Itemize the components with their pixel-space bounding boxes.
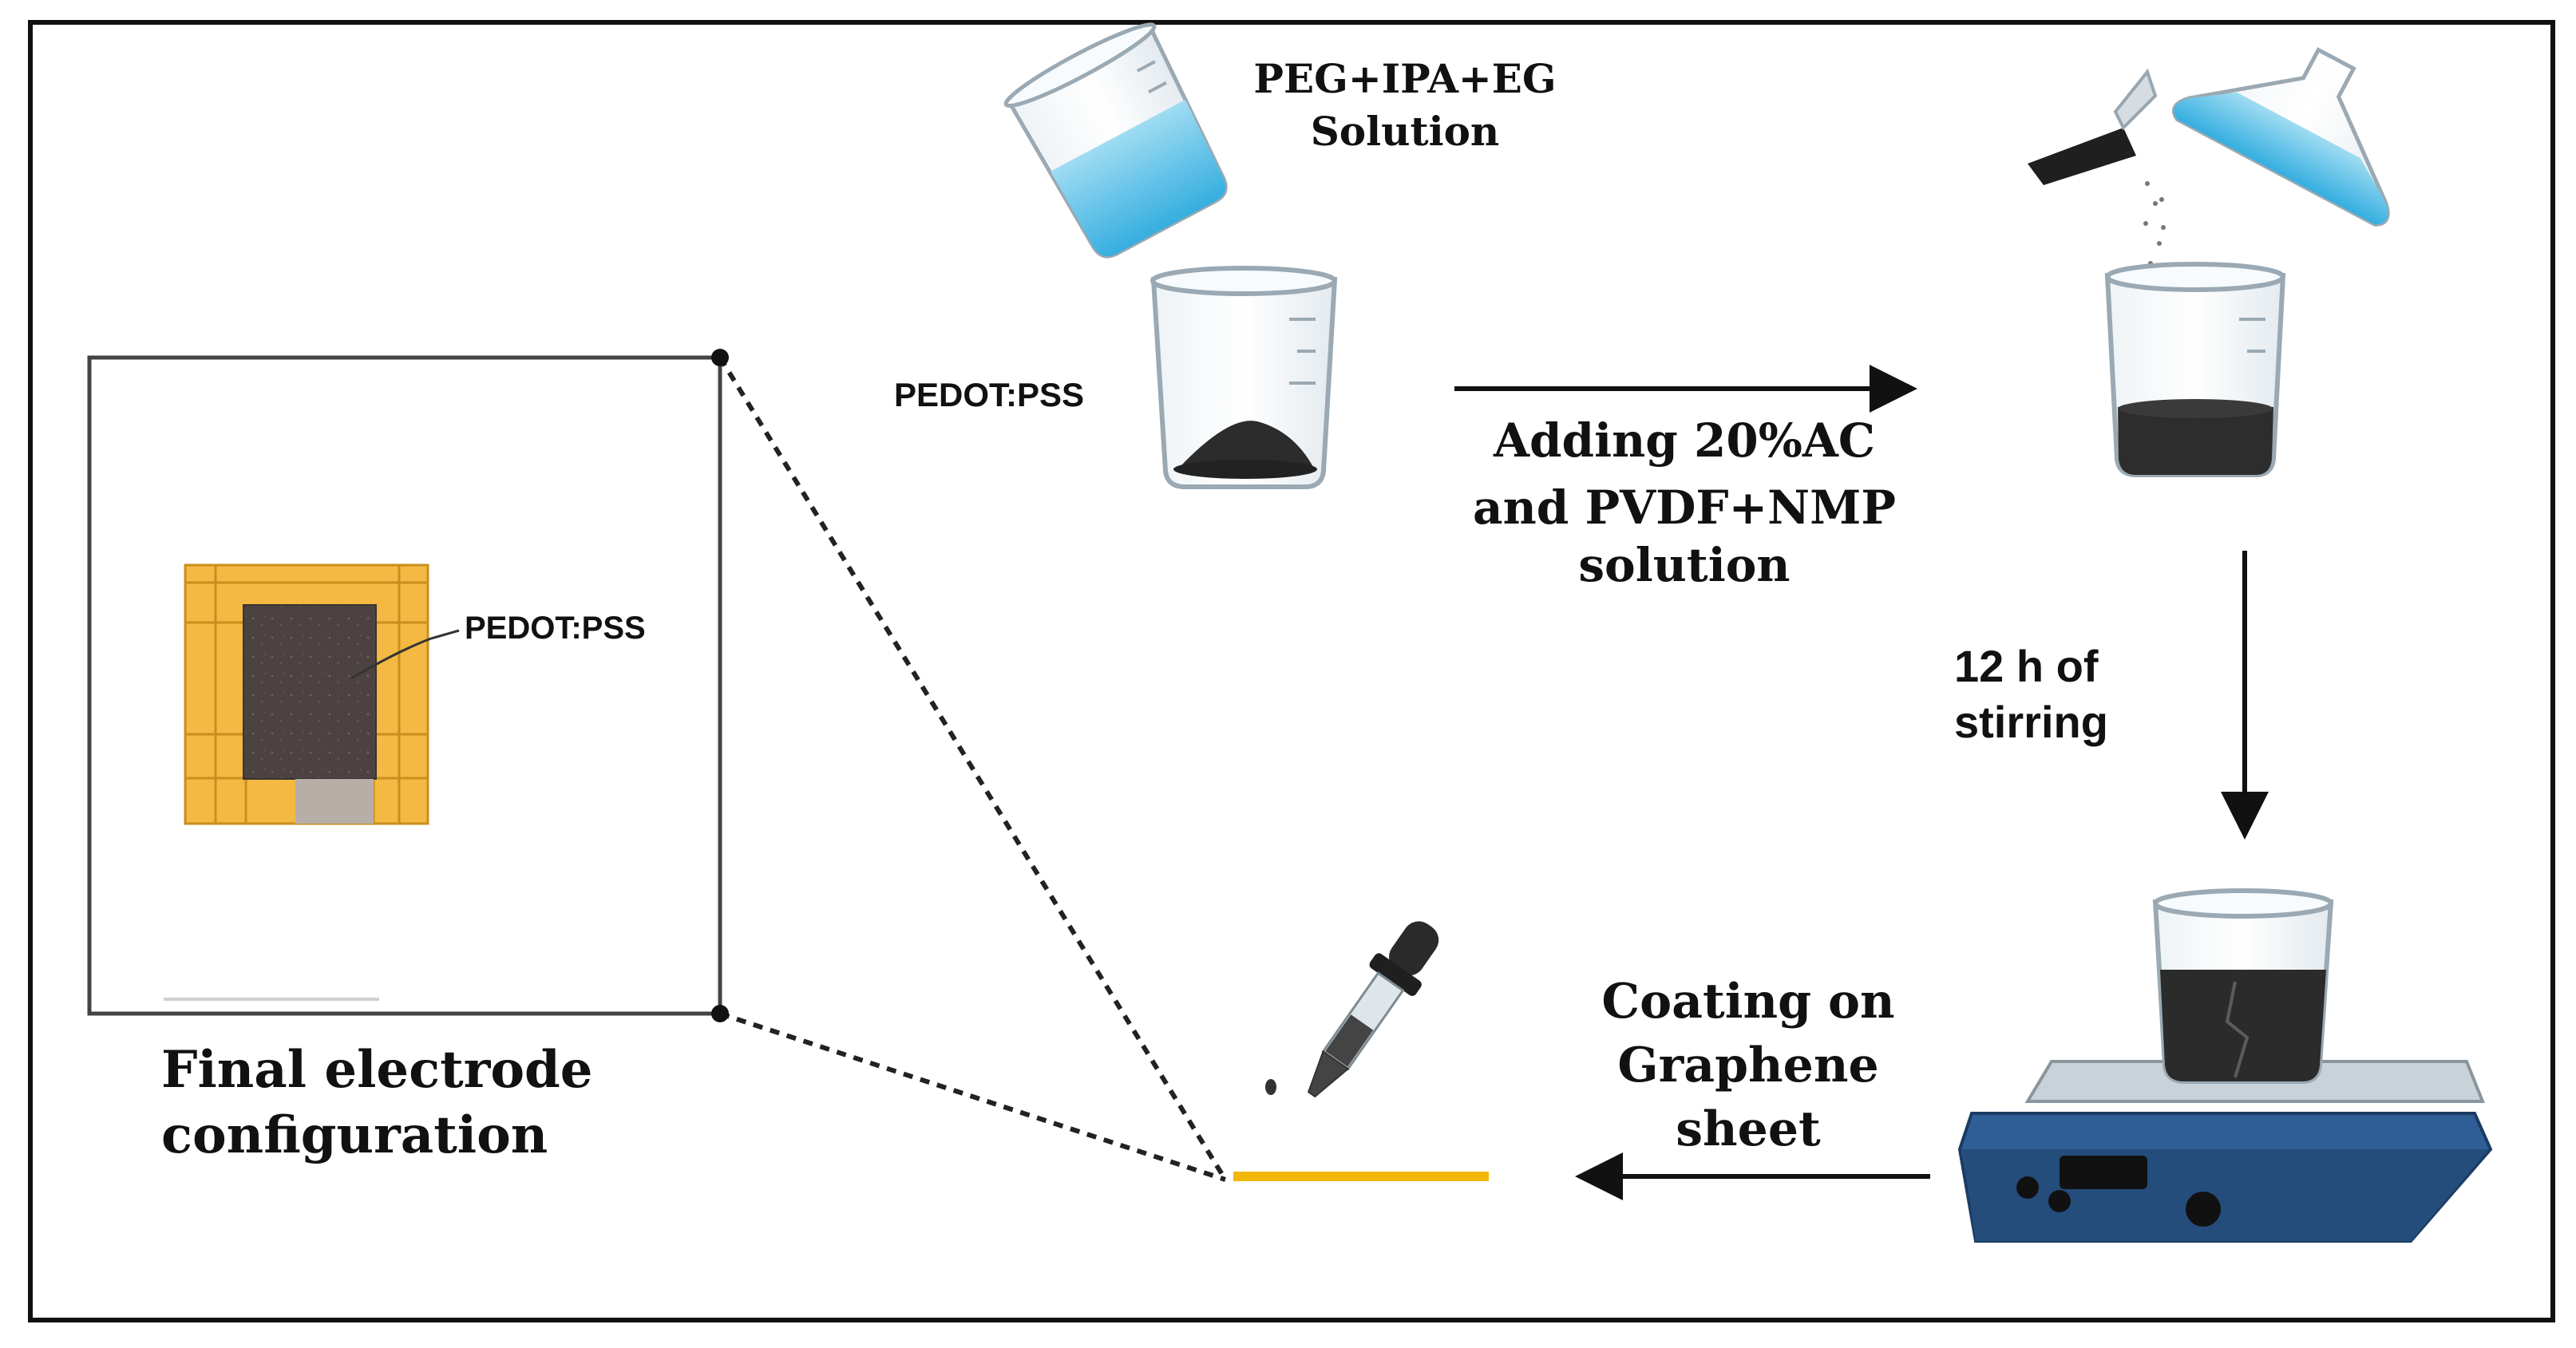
adding-label-line-3: solution: [1578, 538, 1791, 592]
dropper-icon: [1265, 921, 1439, 1098]
stirring-label-line-1: 12 h of: [1954, 641, 2099, 691]
stirring-label-line-2: stirring: [1954, 697, 2108, 747]
projection-line-bottom: [719, 1011, 1226, 1182]
electrode-active-label: PEDOT:PSS: [465, 611, 646, 646]
corner-dot-bottom: [711, 1005, 729, 1022]
final-caption-line-1: Final electrode: [161, 1040, 593, 1100]
coating-label-line-2: Graphene: [1617, 1038, 1879, 1093]
hotplate-stirrer-icon: [1957, 888, 2493, 1243]
projection-line-top: [718, 356, 1228, 1181]
stirring-step-label: 12 h of stirring: [1954, 638, 2108, 750]
final-electrode-caption: Final electrode configuration: [161, 1038, 593, 1168]
adding-label-line-1: Adding 20%AC: [1493, 413, 1876, 468]
solution-beaker-icon: [1003, 22, 1228, 259]
electrode-illustration: [184, 563, 460, 825]
flask-icon: [2172, 47, 2390, 227]
corner-dot-top: [711, 349, 729, 366]
powder-cup-icon: [2028, 68, 2166, 266]
mixture-beaker-icon: [2104, 262, 2286, 477]
coating-label-line-1: Coating on: [1601, 974, 1895, 1030]
adding-label-line-2: and PVDF+NMP: [1472, 480, 1896, 535]
pedot-beaker-label: PEDOT:PSS: [894, 376, 1085, 413]
solution-label-line-1: PEG+IPA+EG: [1253, 55, 1557, 102]
coating-step-label: Coating on Graphene sheet: [1565, 970, 1932, 1161]
coating-label-line-3: sheet: [1676, 1101, 1821, 1157]
solution-label-line-2: Solution: [1310, 108, 1500, 155]
adding-step-label: Adding 20%AC and PVDF+NMP solution: [1437, 407, 1932, 599]
solution-label: PEG+IPA+EG Solution: [1221, 53, 1589, 158]
pedot-beaker-icon: [1150, 266, 1338, 489]
outer-frame: [28, 20, 2555, 1322]
final-caption-line-2: configuration: [161, 1105, 548, 1165]
